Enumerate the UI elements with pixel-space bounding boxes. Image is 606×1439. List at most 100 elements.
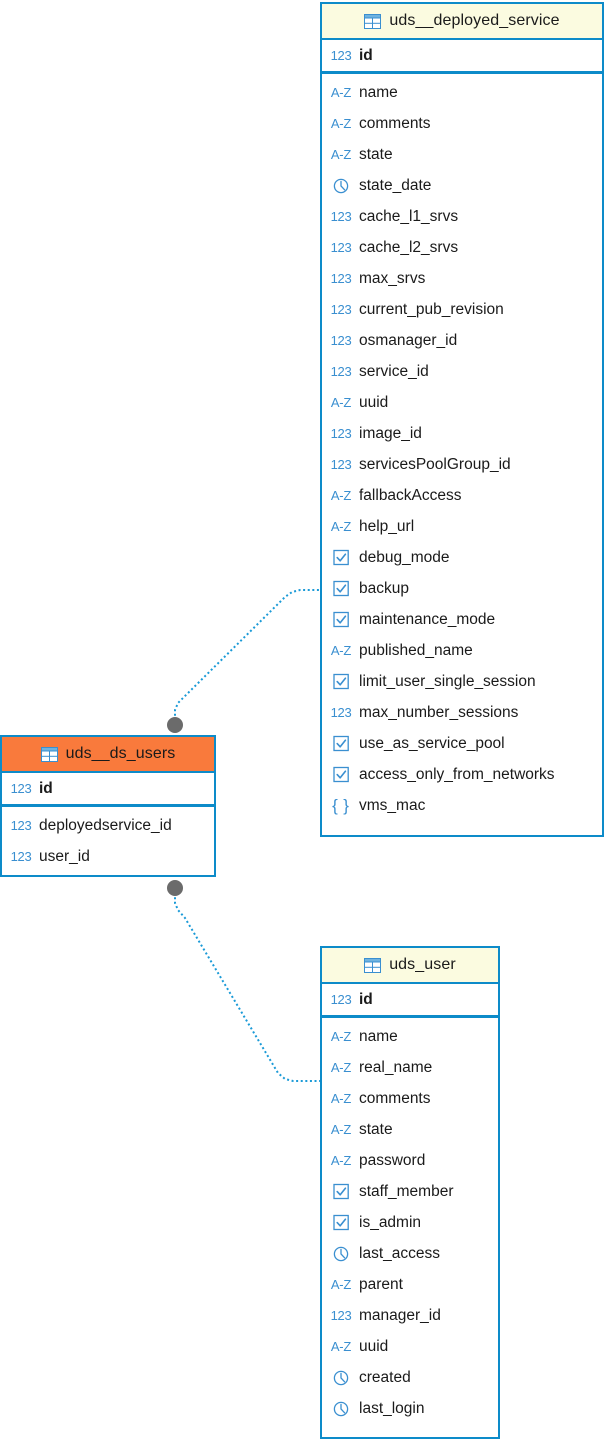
boolean-type-icon [332,580,349,597]
field-label: id [39,779,53,797]
field-label: service_id [359,362,429,380]
field-label: is_admin [359,1213,422,1231]
clock-icon [330,176,352,196]
field-row-service_id[interactable]: 123 service_id [322,356,602,387]
field-row-staff_member[interactable]: staff_member [322,1176,498,1207]
az-icon: A‑Z [330,1337,352,1357]
field-row-published_name[interactable]: A‑Z published_name [322,635,602,666]
checkbox-icon [330,765,352,785]
field-row-created[interactable]: created [322,1362,498,1393]
boolean-type-icon [332,1214,349,1231]
field-label: max_srvs [359,269,426,287]
datetime-type-icon [333,178,349,193]
relationship-endpoint-rel-ds-users-to-deployed-service[interactable] [167,717,183,733]
number-type-icon: 123 [10,781,32,796]
number-type-icon: 123 [330,1308,352,1323]
field-label: comments [359,1089,431,1107]
field-row-backup[interactable]: backup [322,573,602,604]
field-label: cache_l1_srvs [359,207,459,225]
field-row-vms_mac[interactable]: { }vms_mac [322,790,602,821]
text-type-icon: A‑Z [330,643,352,658]
field-label: id [359,46,373,64]
braces-icon: { } [330,796,352,816]
field-label: uuid [359,393,389,411]
relationship-line-rel-ds-users-to-user[interactable] [174,888,320,1082]
field-row-state_date[interactable]: state_date [322,170,602,201]
field-label: help_url [359,517,415,535]
checkbox-icon [330,610,352,630]
number-type-icon: 123 [330,992,352,1007]
field-row-last_login[interactable]: last_login [322,1393,498,1424]
primary-key-section: 123 id [2,773,214,807]
field-row-help_url[interactable]: A‑Z help_url [322,511,602,542]
field-row-limit_user_single_session[interactable]: limit_user_single_session [322,666,602,697]
field-label: fallbackAccess [359,486,462,504]
field-row-user_id[interactable]: 123 user_id [2,841,214,872]
number-type-icon: 123 [330,271,352,286]
number-type-icon: 123 [330,364,352,379]
text-type-icon: A‑Z [330,147,352,162]
relationship-line-rel-ds-users-to-deployed-service[interactable] [174,589,320,725]
123-icon: 123 [330,424,352,444]
123-icon: 123 [330,1306,352,1326]
entity-header-uds__ds_users[interactable]: uds__ds_users [2,737,214,773]
az-icon: A‑Z [330,114,352,134]
boolean-type-icon [332,549,349,566]
boolean-type-icon [332,1183,349,1200]
field-row-access_only_from_networks[interactable]: access_only_from_networks [322,759,602,790]
az-icon: A‑Z [330,1089,352,1109]
relationship-endpoint-rel-ds-users-to-user[interactable] [167,880,183,896]
field-row-is_admin[interactable]: is_admin [322,1207,498,1238]
field-label: debug_mode [359,548,450,566]
entity-header-uds_user[interactable]: uds_user [322,948,498,984]
az-icon: A‑Z [330,517,352,537]
primary-key-row-id[interactable]: 123 id [2,773,214,804]
clock-icon [330,1399,352,1419]
field-label: user_id [39,847,90,865]
field-row-comments[interactable]: A‑Z comments [322,1083,498,1114]
field-row-max_srvs[interactable]: 123 max_srvs [322,263,602,294]
field-label: osmanager_id [359,331,458,349]
checkbox-icon [330,579,352,599]
checkbox-icon [330,1213,352,1233]
field-label: cache_l2_srvs [359,238,459,256]
123-icon: 123 [10,847,32,867]
text-type-icon: A‑Z [330,116,352,131]
field-label: real_name [359,1058,433,1076]
field-row-use_as_service_pool[interactable]: use_as_service_pool [322,728,602,759]
field-row-debug_mode[interactable]: debug_mode [322,542,602,573]
entity-header-uds__deployed_service[interactable]: uds__deployed_service [322,4,602,40]
field-row-maintenance_mode[interactable]: maintenance_mode [322,604,602,635]
text-type-icon: A‑Z [330,1122,352,1137]
boolean-type-icon [332,673,349,690]
field-row-last_access[interactable]: last_access [322,1238,498,1269]
field-label: last_login [359,1399,425,1417]
field-label: published_name [359,641,473,659]
